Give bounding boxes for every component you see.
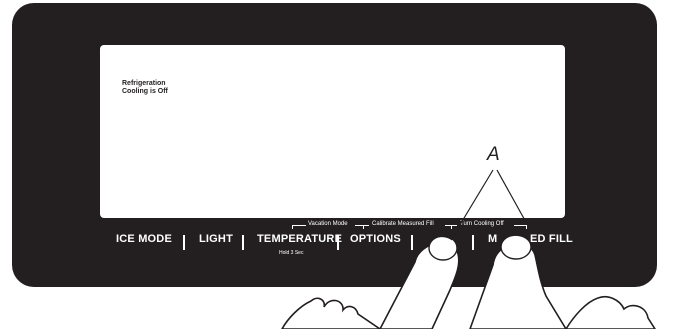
callout-line-left	[455, 170, 493, 233]
callout-line-right	[497, 170, 532, 233]
left-hand-icon	[282, 298, 380, 329]
right-hand-icon	[566, 297, 655, 329]
